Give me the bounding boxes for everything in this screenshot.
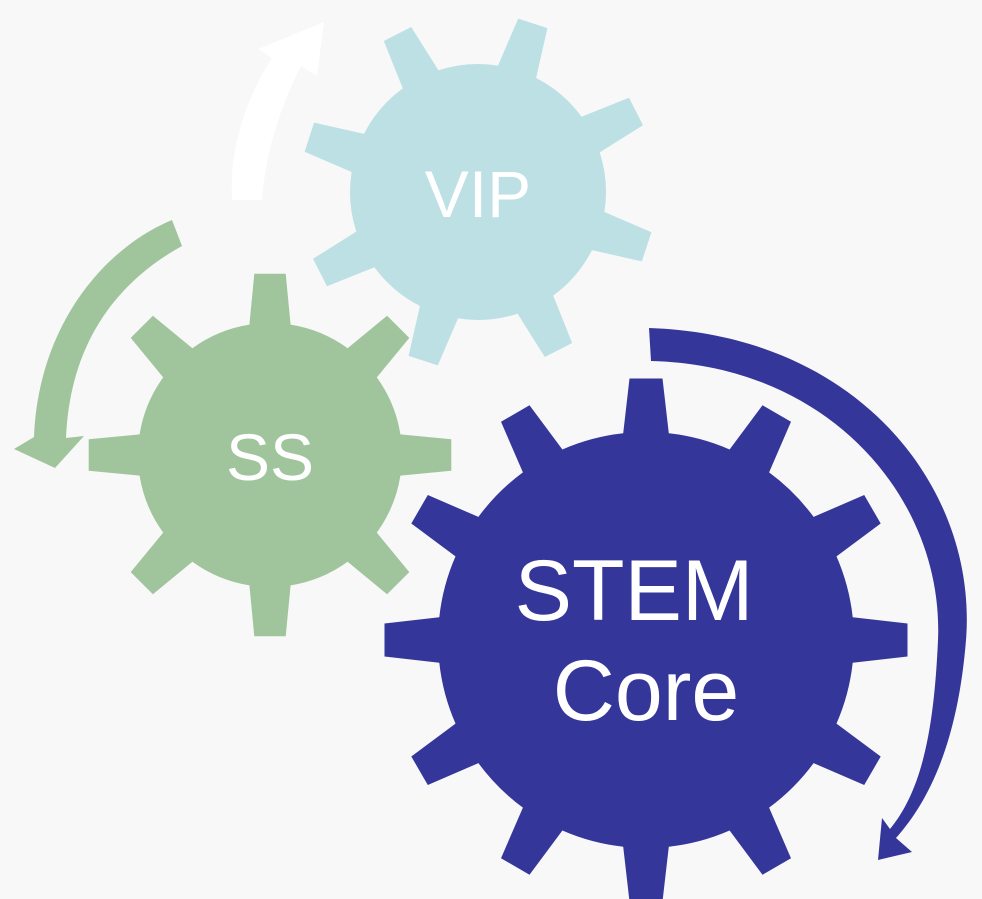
- vip-arrow: [231, 22, 324, 200]
- gear-stem-core-line-2: Core: [553, 643, 739, 739]
- stem-arrow-icon: [649, 328, 967, 860]
- gear-ss: SS: [88, 273, 452, 637]
- gear-vip: VIP: [304, 18, 652, 366]
- gear-vip-label: VIP: [425, 157, 531, 231]
- gear-ss-label: SS: [226, 420, 314, 494]
- ss-arrow: [14, 220, 182, 468]
- gear-stem-core-label: STEM Core: [515, 543, 778, 739]
- gear-stem-core-shape: [384, 378, 908, 899]
- gear-ss-shape: [88, 273, 452, 637]
- stem-arrow: [649, 328, 967, 860]
- vip-arrow-icon: [231, 22, 324, 200]
- gear-stem-core: STEM Core: [384, 378, 908, 899]
- gear-vip-shape: [304, 18, 652, 366]
- ss-arrow-icon: [14, 220, 182, 468]
- gear-stem-core-line-1: STEM: [515, 543, 754, 639]
